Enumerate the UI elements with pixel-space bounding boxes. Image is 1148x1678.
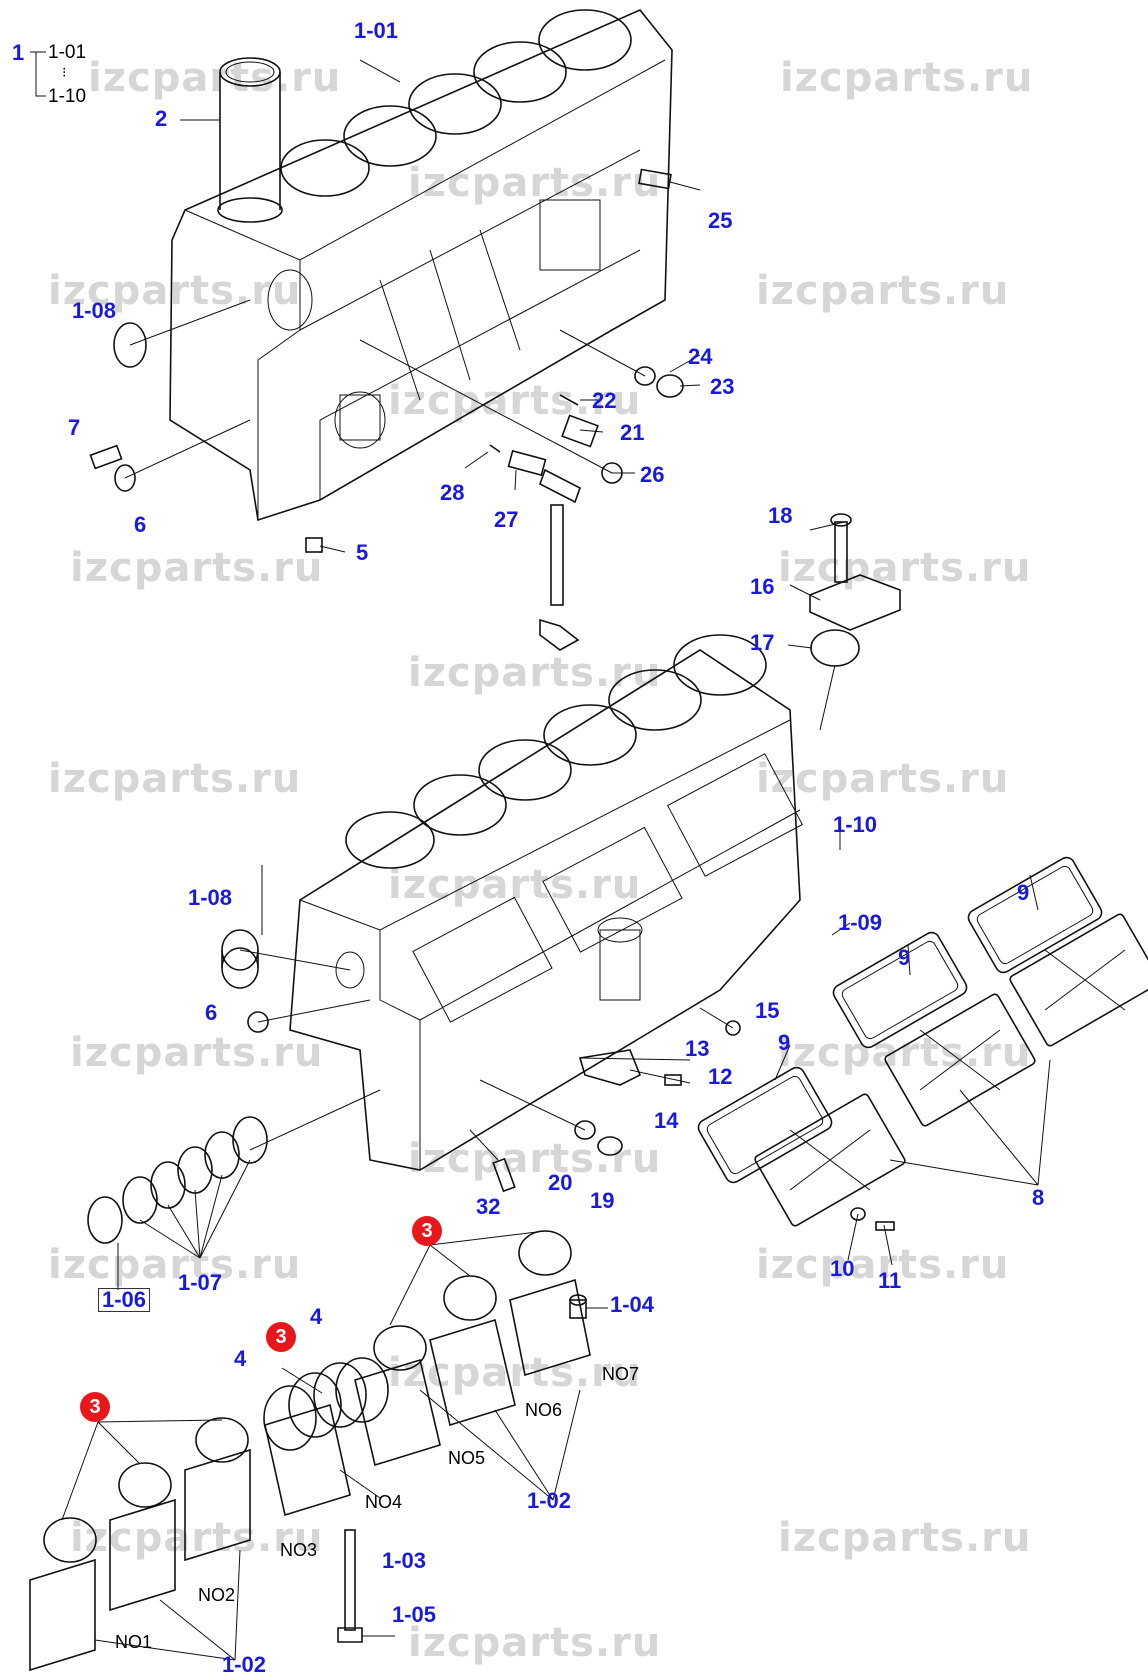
watermark: izcparts.ru [408,650,662,696]
callout-1-09: 1-09 [838,910,883,935]
watermark: izcparts.ru [48,268,302,314]
callout-4-right: 4 [310,1304,323,1329]
side-covers [697,856,1148,1266]
callout-11: 11 [878,1268,902,1293]
cover-16 [809,513,901,731]
cap-label-no7: NO7 [602,1364,640,1384]
cap-label-no6: NO6 [525,1400,563,1420]
callout-1-02-upper: 1-02 [527,1488,572,1513]
bearing-set-badge: 3 [412,1216,442,1246]
callout-21: 21 [620,420,645,445]
cap-label-no5: NO5 [448,1448,486,1468]
callout-6: 6 [134,512,147,537]
callout-13: 13 [685,1036,710,1061]
watermark: izcparts.ru [88,55,342,101]
callout-18: 18 [768,503,793,528]
watermark: izcparts.ru [780,55,1034,101]
watermark: izcparts.ru [388,1350,642,1396]
callout-1-07: 1-07 [178,1270,223,1295]
watermark: izcparts.ru [70,1030,324,1076]
callout-32: 32 [476,1194,501,1219]
cap-label-no4: NO4 [365,1492,403,1512]
lower-cylinder-block [289,634,804,1171]
callout-12: 12 [708,1064,733,1089]
callout-27: 27 [494,507,519,532]
callout-23: 23 [710,374,735,399]
bearing-set-badge: 3 [80,1392,110,1422]
callout-1-08: 1-08 [72,298,117,323]
callout-14: 14 [654,1108,679,1133]
callout-1-08-lower: 1-08 [188,885,233,910]
bom-bracket [30,51,46,97]
watermark: izcparts.ru [756,268,1010,314]
callout-4-left: 4 [234,1346,247,1371]
callout-6-lower: 6 [205,1000,218,1025]
callout-15: 15 [755,998,780,1023]
watermark: izcparts.ru [408,1620,662,1666]
callout-1-02-lower: 1-02 [222,1652,267,1677]
watermark: izcparts.ru [778,1515,1032,1561]
bom-last: 1-10 [48,86,87,107]
bearings-and-caps [29,1230,608,1672]
cylinder-liner [217,57,283,223]
watermark: izcparts.ru [408,160,662,206]
callout-22: 22 [592,388,617,413]
lower-left-parts [87,929,381,1290]
watermark: izcparts.ru [756,1242,1010,1288]
callout-1-05: 1-05 [392,1602,437,1627]
callout-19: 19 [590,1188,615,1213]
callout-24: 24 [688,344,713,369]
callout-9-bottom: 9 [778,1030,791,1055]
upper-cylinder-block [169,9,673,522]
watermark: izcparts.ru [388,378,642,424]
callout-26: 26 [640,462,665,487]
watermark: izcparts.ru [778,545,1032,591]
bom-root: 1 [12,40,25,65]
bom-dots: ⁝ [62,64,67,80]
bom-first: 1-01 [48,42,87,63]
callout-20: 20 [548,1170,573,1195]
callout-1-04: 1-04 [610,1292,655,1317]
callout-7: 7 [68,415,81,440]
watermark: izcparts.ru [48,756,302,802]
cap-label-no1: NO1 [115,1632,153,1652]
callout-9-middle: 9 [898,945,911,970]
watermark: izcparts.ru [48,1242,302,1288]
lower-middle-parts [469,1007,741,1193]
watermark: izcparts.ru [756,756,1010,802]
watermark: izcparts.ru [778,1030,1032,1076]
callout-8: 8 [1032,1185,1045,1210]
callout-17: 17 [750,630,775,655]
callout-28: 28 [440,480,465,505]
bearing-set-badge: 3 [266,1322,296,1352]
callout-2: 2 [155,106,168,131]
callout-1-06: 1-06 [98,1288,151,1312]
watermark: izcparts.ru [388,862,642,908]
cap-label-no3: NO3 [280,1540,318,1560]
cap-label-no2: NO2 [198,1585,236,1605]
callout-1-01: 1-01 [354,18,399,43]
callout-16: 16 [750,574,775,599]
callout-1-03: 1-03 [382,1548,427,1573]
callout-25: 25 [708,208,733,233]
watermark: izcparts.ru [70,545,324,591]
callout-9-top: 9 [1017,880,1030,905]
watermark: izcparts.ru [70,1515,324,1561]
watermark: izcparts.ru [408,1136,662,1182]
callout-5: 5 [356,540,369,565]
callout-10: 10 [830,1256,855,1281]
callout-1-10: 1-10 [833,812,878,837]
